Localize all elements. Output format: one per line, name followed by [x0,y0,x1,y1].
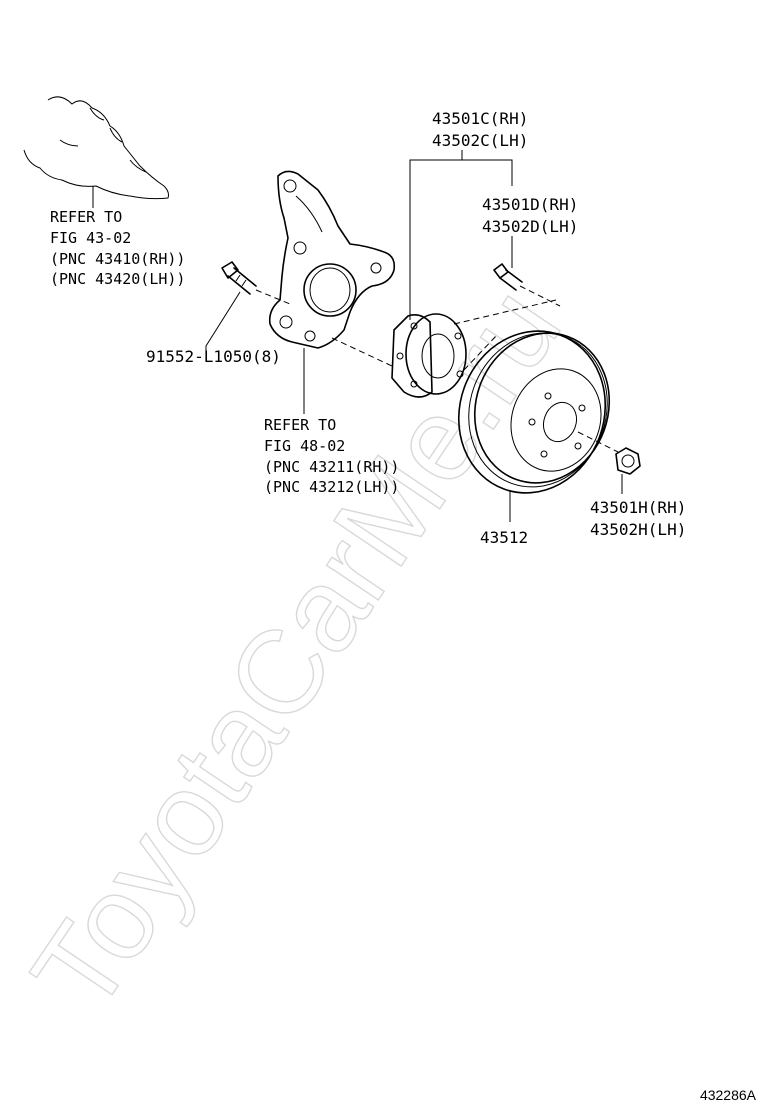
bolt-d-rh-label: 43501D(RH) [482,195,578,214]
disc-label: 43512 [480,528,528,547]
bolt-alignment-line [255,289,291,305]
knuckle-ref-line-1: REFER TO [50,208,122,226]
steering-knuckle-icon [268,170,396,349]
hub-c-bracket [409,159,513,320]
watermark-text: ToyotaCarMe.ru [7,265,586,1035]
hub-disc-axis-bottom [463,335,497,371]
hub-c-lh-label: 43502C(LH) [432,131,528,150]
strut-ref-line-1: REFER TO [264,416,336,434]
bolt-leader [205,291,241,356]
strut-ref-line-4: (PNC 43212(LH)) [264,478,399,496]
knuckle-reference-cloud-icon [23,96,169,200]
hub-c-rh-label: 43501C(RH) [432,109,528,128]
knuckle-hub-axis [331,337,393,367]
hub-bolt-axis [519,285,561,307]
nut-h-rh-label: 43501H(RH) [590,498,686,517]
bolt-d-lh-label: 43502D(LH) [482,217,578,236]
hub-bolt-icon [493,263,523,291]
hub-bearing-assembly-icon [391,313,467,398]
hub-disc-axis-top [453,299,557,325]
strut-ref-line-3: (PNC 43211(RH)) [264,458,399,476]
bolt-91552-label: 91552-L1050(8) [146,347,281,366]
knuckle-bolt-icon [221,261,257,295]
hub-nut-icon [615,447,641,475]
disc-nut-axis [577,431,619,453]
strut-ref-line-2: FIG 48-02 [264,437,345,455]
nut-h-lh-label: 43502H(LH) [590,520,686,539]
knuckle-ref-line-3: (PNC 43410(RH)) [50,250,185,268]
knuckle-ref-line-2: FIG 43-02 [50,229,131,247]
knuckle-ref-line-4: (PNC 43420(LH)) [50,270,185,288]
brake-disc-icon [457,330,611,494]
figure-id: 432286A [700,1087,757,1103]
